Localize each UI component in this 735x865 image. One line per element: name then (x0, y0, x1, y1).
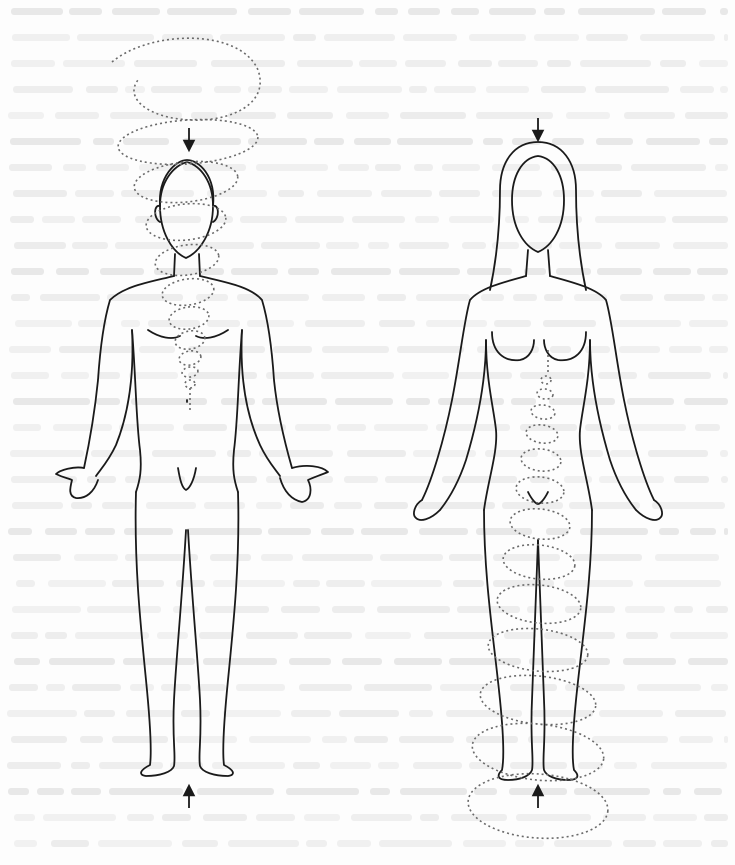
female-waist-left (484, 340, 496, 510)
female-hair (490, 142, 586, 290)
spiral-turn (530, 403, 556, 420)
spiral-turn (178, 349, 202, 367)
female-leg-left (484, 510, 538, 780)
female-neck (526, 250, 550, 276)
female-hand-left (414, 500, 440, 520)
spiral-turn (486, 624, 590, 676)
spiral-turn (469, 717, 606, 786)
spiral-turn (509, 506, 572, 542)
spiral-turn (168, 304, 211, 331)
spiral-turn (181, 366, 198, 379)
spiral-turn (525, 423, 559, 445)
spiral-turn (153, 241, 221, 280)
female-face (512, 156, 564, 252)
spiral-female (466, 350, 610, 843)
male-arm-left-inner (96, 330, 132, 476)
female-waist-right (580, 340, 592, 510)
spiral-turn (515, 475, 565, 506)
spiral-entry (112, 38, 260, 120)
spiral-turn (174, 329, 207, 352)
female-torso-left (422, 276, 526, 500)
male-torso-left (84, 276, 174, 468)
male-hand-left (56, 467, 98, 498)
male-figure (56, 160, 328, 776)
spiral-turn (520, 447, 562, 473)
spiral-turn (185, 380, 195, 388)
male-arm-right-inner (242, 330, 280, 476)
male-torso-right (200, 276, 292, 468)
female-breast-left (492, 332, 534, 360)
female-torso-right (550, 276, 654, 500)
male-leg-right (188, 492, 238, 776)
spiral-turn (536, 388, 553, 400)
spiral-turn (160, 276, 215, 309)
spiral-turn (541, 376, 551, 384)
female-figure (414, 142, 662, 780)
male-leg-left (136, 492, 186, 776)
male-groin (178, 468, 196, 490)
male-hand-right (280, 466, 328, 502)
male-waist-right (233, 330, 242, 492)
female-breast-right (544, 332, 586, 360)
spiral-turn (478, 670, 598, 730)
female-hand-right (636, 500, 662, 520)
male-waist-left (132, 330, 141, 492)
male-head (160, 162, 213, 258)
